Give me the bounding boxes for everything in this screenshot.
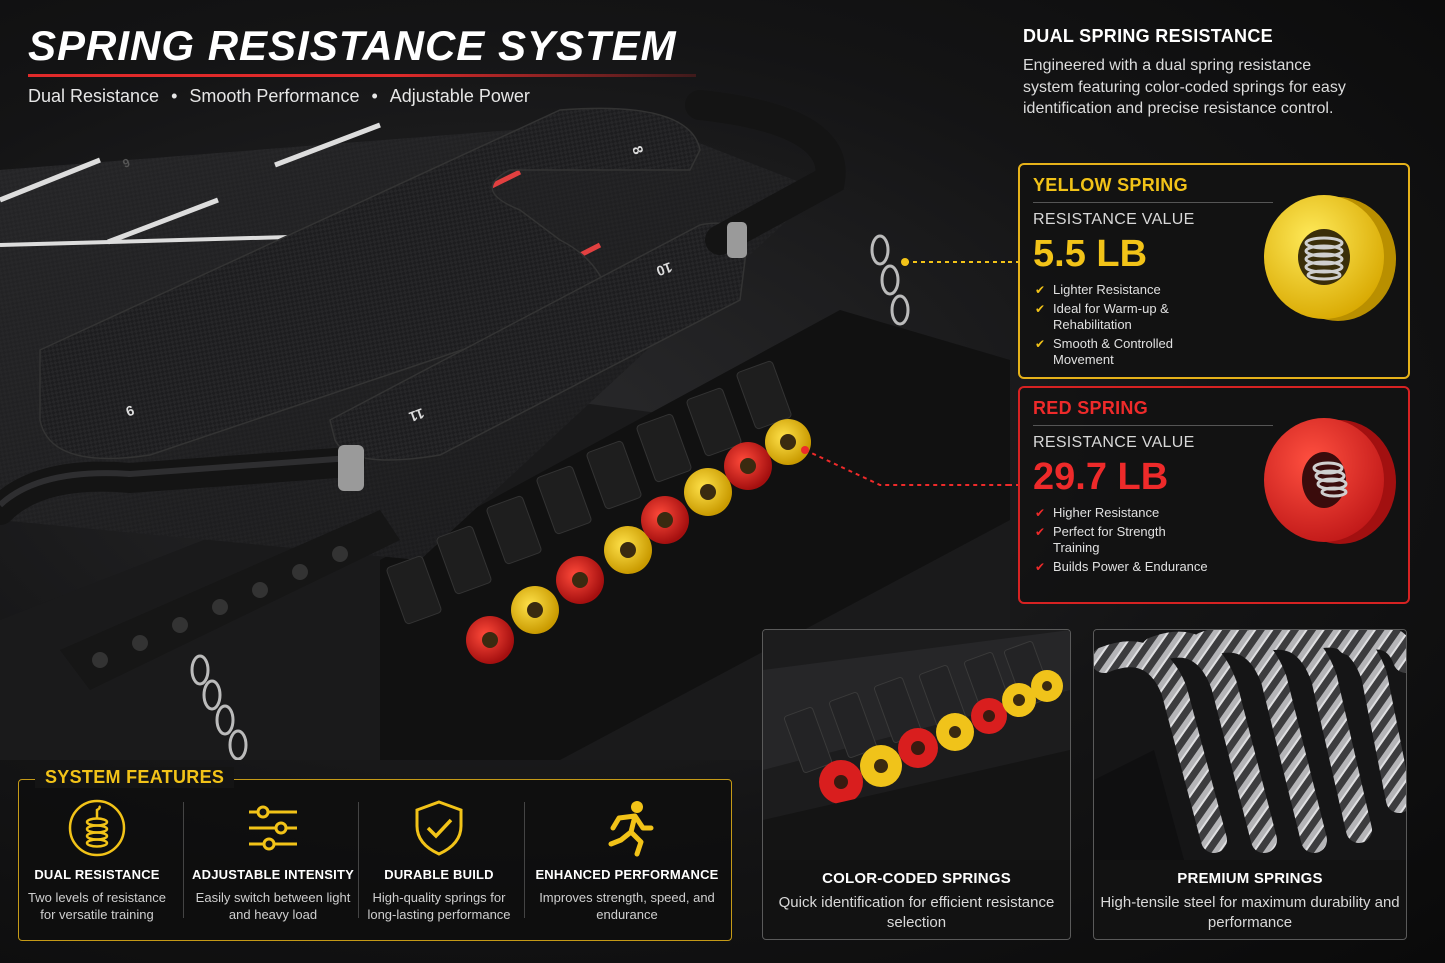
tagline: Dual Resistance • Smooth Performance • Adjus… [28, 86, 530, 107]
divider [1033, 425, 1273, 426]
feature-title: ENHANCED PERFORMANCE [535, 867, 719, 882]
tag-separator: • [371, 86, 378, 106]
resistance-value: 5.5 LB [1033, 233, 1148, 275]
feature-desc: Easily switch between light and heavy lo… [195, 890, 351, 922]
card-title: RED SPRING [1033, 398, 1149, 418]
premium-springs-photo [1094, 630, 1406, 860]
feature-enhanced-performance: ENHANCED PERFORMANCE Improves strength, … [532, 798, 722, 923]
premium-springs-card: PREMIUM SPRINGS High-tensile steel for m… [1093, 629, 1407, 940]
feature-title: DUAL RESISTANCE [34, 867, 160, 882]
system-features-panel: SYSTEM FEATURES DUAL RESISTANCE Two leve… [18, 767, 732, 941]
check-icon: ✔ [1035, 524, 1046, 539]
coil-spring-icon [68, 799, 126, 857]
feature-desc: High-quality springs for long-lasting pe… [367, 890, 511, 922]
feature-adjustable-intensity: ADJUSTABLE INTENSITY Easily switch betwe… [191, 798, 355, 923]
feature-title: DURABLE BUILD [384, 867, 494, 882]
features-title: SYSTEM FEATURES [35, 767, 235, 788]
photo-card-title: COLOR-CODED SPRINGS [822, 870, 1011, 887]
tag-separator: • [171, 86, 178, 106]
check-icon: ✔ [1035, 283, 1046, 297]
divider [358, 802, 359, 918]
benefit-list: ✔Lighter Resistance ✔Ideal for Warm-up &… [1033, 282, 1213, 371]
tag: Adjustable Power [389, 86, 530, 106]
yellow-spring-image [1264, 195, 1396, 321]
yellow-spring-card: YELLOW SPRING RESISTANCE VALUE 5.5 LB ✔L… [1018, 163, 1410, 379]
reformer-spring-illustration: 8 10 11 9 6 [0, 107, 1010, 760]
intro-body: Engineered with a dual spring resistance… [1023, 57, 1346, 117]
shield-check-icon [415, 800, 463, 856]
resistance-value: 29.7 LB [1033, 456, 1169, 498]
pad-number: 6 [120, 155, 131, 171]
pad-number: 11 [407, 405, 427, 425]
tag: Dual Resistance [28, 86, 160, 106]
list-item: ✔Higher Resistance [1035, 505, 1160, 520]
color-coded-springs-photo [763, 630, 1070, 860]
card-title: YELLOW SPRING [1033, 175, 1188, 195]
list-item: ✔Builds Power & Endurance [1035, 558, 1208, 574]
feature-desc: Two levels of resistance for versatile t… [27, 890, 166, 922]
title-underline [28, 74, 696, 77]
divider [524, 802, 525, 918]
photo-card-title: PREMIUM SPRINGS [1177, 870, 1323, 887]
check-icon: ✔ [1035, 301, 1046, 316]
photo-card-desc: High-tensile steel for maximum durabilit… [1100, 894, 1400, 931]
intro-section: DUAL SPRING RESISTANCE Engineered with a… [1023, 26, 1423, 120]
check-icon: ✔ [1035, 559, 1046, 574]
check-icon: ✔ [1035, 506, 1046, 520]
list-item: ✔Lighter Resistance [1035, 282, 1161, 297]
benefit-list: ✔Higher Resistance ✔Perfect for Strength… [1033, 505, 1213, 577]
feature-dual-resistance: DUAL RESISTANCE Two levels of resistance… [25, 798, 169, 923]
pad-number: 10 [654, 259, 674, 279]
photo-card-desc: Quick identification for efficient resis… [778, 894, 1055, 931]
running-person-icon [608, 801, 654, 857]
list-item: ✔Smooth & Controlled Movement [1035, 335, 1173, 368]
page-title: SPRING RESISTANCE SYSTEM [28, 22, 677, 69]
red-spring-image [1264, 418, 1396, 544]
sliders-icon [249, 805, 297, 851]
check-icon: ✔ [1035, 336, 1046, 351]
feature-desc: Improves strength, speed, and endurance [539, 890, 715, 922]
tag: Smooth Performance [189, 86, 360, 106]
resistance-label: RESISTANCE VALUE [1033, 434, 1195, 451]
list-item: ✔Perfect for Strength Training [1035, 523, 1166, 556]
list-item: ✔Ideal for Warm-up & Rehabilitation [1035, 300, 1169, 333]
color-coded-springs-card: COLOR-CODED SPRINGS Quick identification… [762, 629, 1071, 940]
divider [1033, 202, 1273, 203]
feature-durable-build: DURABLE BUILD High-quality springs for l… [366, 798, 512, 923]
intro-title: DUAL SPRING RESISTANCE [1023, 26, 1273, 46]
resistance-label: RESISTANCE VALUE [1033, 211, 1195, 228]
divider [183, 802, 184, 918]
feature-title: ADJUSTABLE INTENSITY [192, 867, 354, 882]
red-spring-card: RED SPRING RESISTANCE VALUE 29.7 LB ✔Hig… [1018, 386, 1410, 604]
